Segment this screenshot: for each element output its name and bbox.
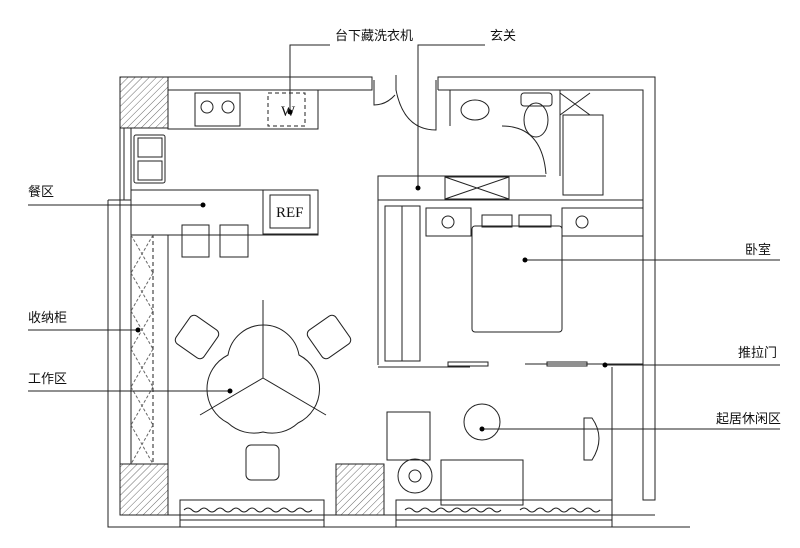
- window-right: [404, 507, 601, 513]
- toilet-tank: [520, 92, 553, 107]
- storage-cabinet: [130, 234, 154, 465]
- entry-door-right: [395, 75, 437, 131]
- label-sliding-door: 推拉门: [738, 346, 777, 361]
- armchair: [386, 411, 431, 461]
- basin: [460, 99, 490, 121]
- column-top-left: [119, 76, 169, 129]
- nightstand: [561, 207, 644, 237]
- burner-icon: [221, 100, 235, 114]
- fridge: [269, 194, 311, 229]
- chair: [306, 314, 352, 360]
- label-living: 起居休闲区: [716, 412, 781, 427]
- work-area: [174, 300, 352, 481]
- bathtub: [562, 114, 604, 196]
- label-bedroom: 卧室: [745, 242, 771, 258]
- round-table: [463, 403, 501, 441]
- label-entry: 玄关: [490, 29, 516, 44]
- lamp-icon: [441, 215, 455, 229]
- column-bottom-left: [119, 463, 169, 516]
- walls: [107, 75, 690, 528]
- toilet: [523, 102, 549, 138]
- entry-door-left: [373, 80, 396, 106]
- stove: [194, 92, 241, 127]
- lamp-icon: [575, 215, 589, 229]
- burner-icon: [200, 100, 214, 114]
- bed: [471, 225, 563, 333]
- bedroom: [377, 175, 644, 515]
- pillow: [518, 214, 552, 228]
- pillow: [481, 214, 513, 228]
- tv: [583, 417, 600, 461]
- nightstand: [425, 207, 472, 237]
- label-dining: 餐区: [28, 184, 54, 200]
- chair: [245, 444, 280, 481]
- chair: [174, 314, 220, 360]
- sofa: [440, 459, 524, 506]
- bathroom: [449, 90, 604, 196]
- living-area: [386, 403, 600, 506]
- sliding-door-left[interactable]: [447, 361, 489, 367]
- label-washer: 台下藏洗衣机: [335, 28, 413, 44]
- side-table: [397, 458, 433, 494]
- stool: [219, 224, 249, 258]
- window-left: [183, 507, 313, 513]
- stool: [181, 224, 210, 258]
- label-work: 工作区: [28, 372, 67, 387]
- sliding-door-right[interactable]: [546, 361, 588, 367]
- label-storage: 收纳柜: [28, 311, 67, 326]
- bath-door: [501, 125, 547, 175]
- annotations: 台下藏洗衣机 玄关 餐区 卧室 收纳柜 推拉门 工作区 起居休闲区: [28, 28, 781, 432]
- column-bottom-mid: [335, 463, 385, 516]
- kitchen: W REF: [131, 90, 319, 258]
- fridge-label: REF: [276, 205, 304, 221]
- sink: [133, 134, 166, 184]
